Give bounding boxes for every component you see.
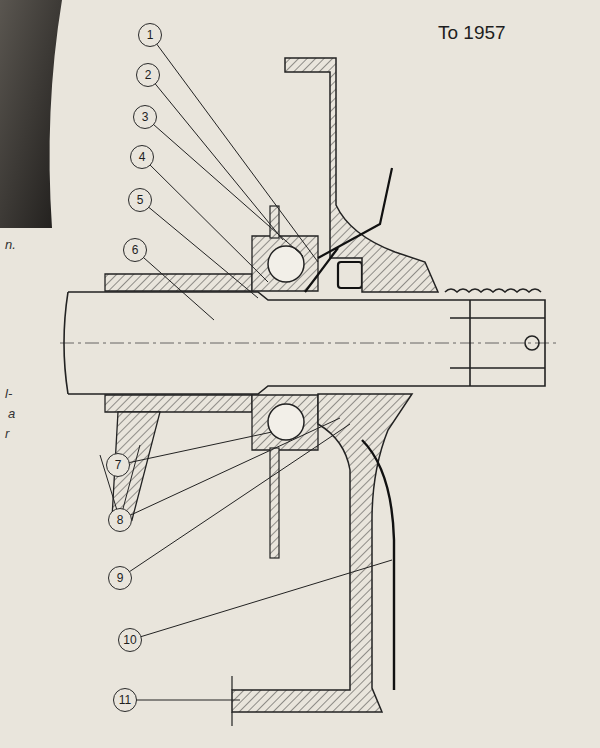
callout-number: 8 (108, 508, 132, 532)
text-fragment: n. (5, 238, 16, 251)
callout-number: 5 (128, 188, 152, 212)
callout-number: 4 (130, 145, 154, 169)
text-fragment: r (5, 427, 9, 440)
callout-number: 10 (118, 628, 142, 652)
bearing-ball (268, 404, 304, 440)
callout-number: 9 (108, 566, 132, 590)
heading: To 1957 (438, 23, 506, 42)
photo-corner (0, 0, 62, 228)
callout-number: 1 (138, 23, 162, 47)
text-fragment: a (8, 407, 15, 420)
bearing-ball (268, 246, 304, 282)
text-fragment: l- (5, 387, 12, 400)
brake-drum-plate (362, 440, 394, 690)
callout-number: 6 (123, 238, 147, 262)
callout-number: 2 (136, 63, 160, 87)
callout-number: 11 (113, 688, 137, 712)
oil-seal (338, 262, 362, 288)
wheel-hub (285, 58, 438, 292)
wheel-flange (232, 394, 412, 712)
axle-shaft (64, 289, 545, 394)
callout-number: 3 (133, 105, 157, 129)
leader-line (100, 35, 392, 700)
center-line (60, 343, 560, 344)
callout-number: 7 (106, 453, 130, 477)
